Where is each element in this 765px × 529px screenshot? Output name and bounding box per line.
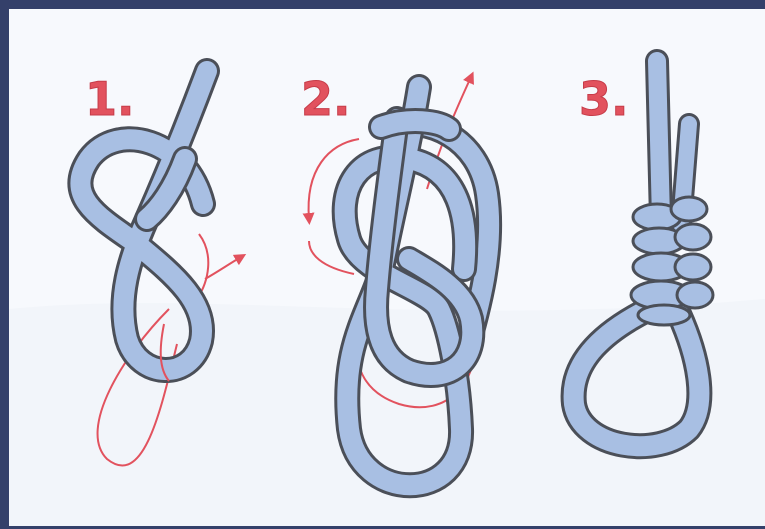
knot-diagram: 1. 2. [9, 9, 765, 529]
step-1-arrow [205, 257, 241, 279]
step-1-number: 1. [85, 72, 134, 126]
step-3-number: 3. [579, 72, 628, 126]
step-3-knot-coils [631, 197, 713, 325]
step-2-number: 2. [301, 72, 350, 126]
